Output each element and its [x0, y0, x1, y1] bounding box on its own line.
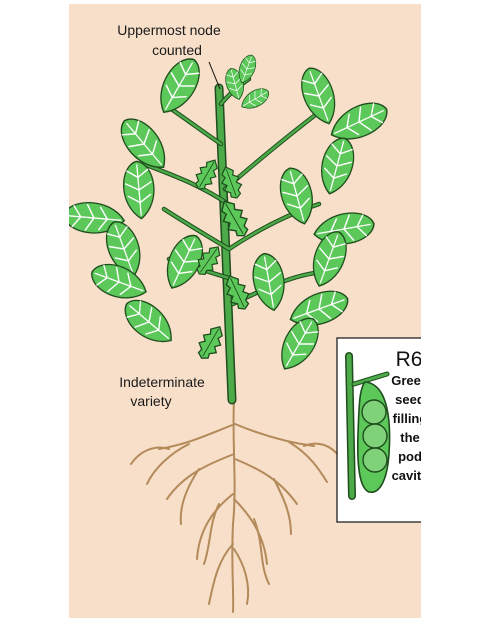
diagram-background: [69, 4, 421, 618]
inset-caption-line: pod: [398, 449, 421, 464]
seed: [363, 424, 387, 448]
inset-caption-line: seed: [395, 392, 421, 407]
label-uppermost-node-line2: counted: [152, 42, 202, 58]
soybean-plant-illustration: Uppermost node counted Indeterminate var…: [69, 4, 421, 618]
seed: [362, 400, 386, 424]
inset-caption-line: filling: [393, 411, 421, 426]
inset-caption-line: the: [400, 430, 420, 445]
label-variety-line1: Indeterminate: [119, 374, 205, 390]
label-uppermost-node-line1: Uppermost node: [117, 22, 221, 38]
inset-caption-line: cavity: [392, 468, 421, 483]
r6-inset: R6 Green seed filling the pod cavity: [337, 338, 421, 522]
seed: [363, 448, 387, 472]
diagram-panel: Uppermost node counted Indeterminate var…: [69, 4, 421, 618]
inset-caption-line: Green: [391, 373, 421, 388]
label-variety-line2: variety: [130, 393, 171, 409]
inset-stage-label: R6: [396, 348, 421, 371]
